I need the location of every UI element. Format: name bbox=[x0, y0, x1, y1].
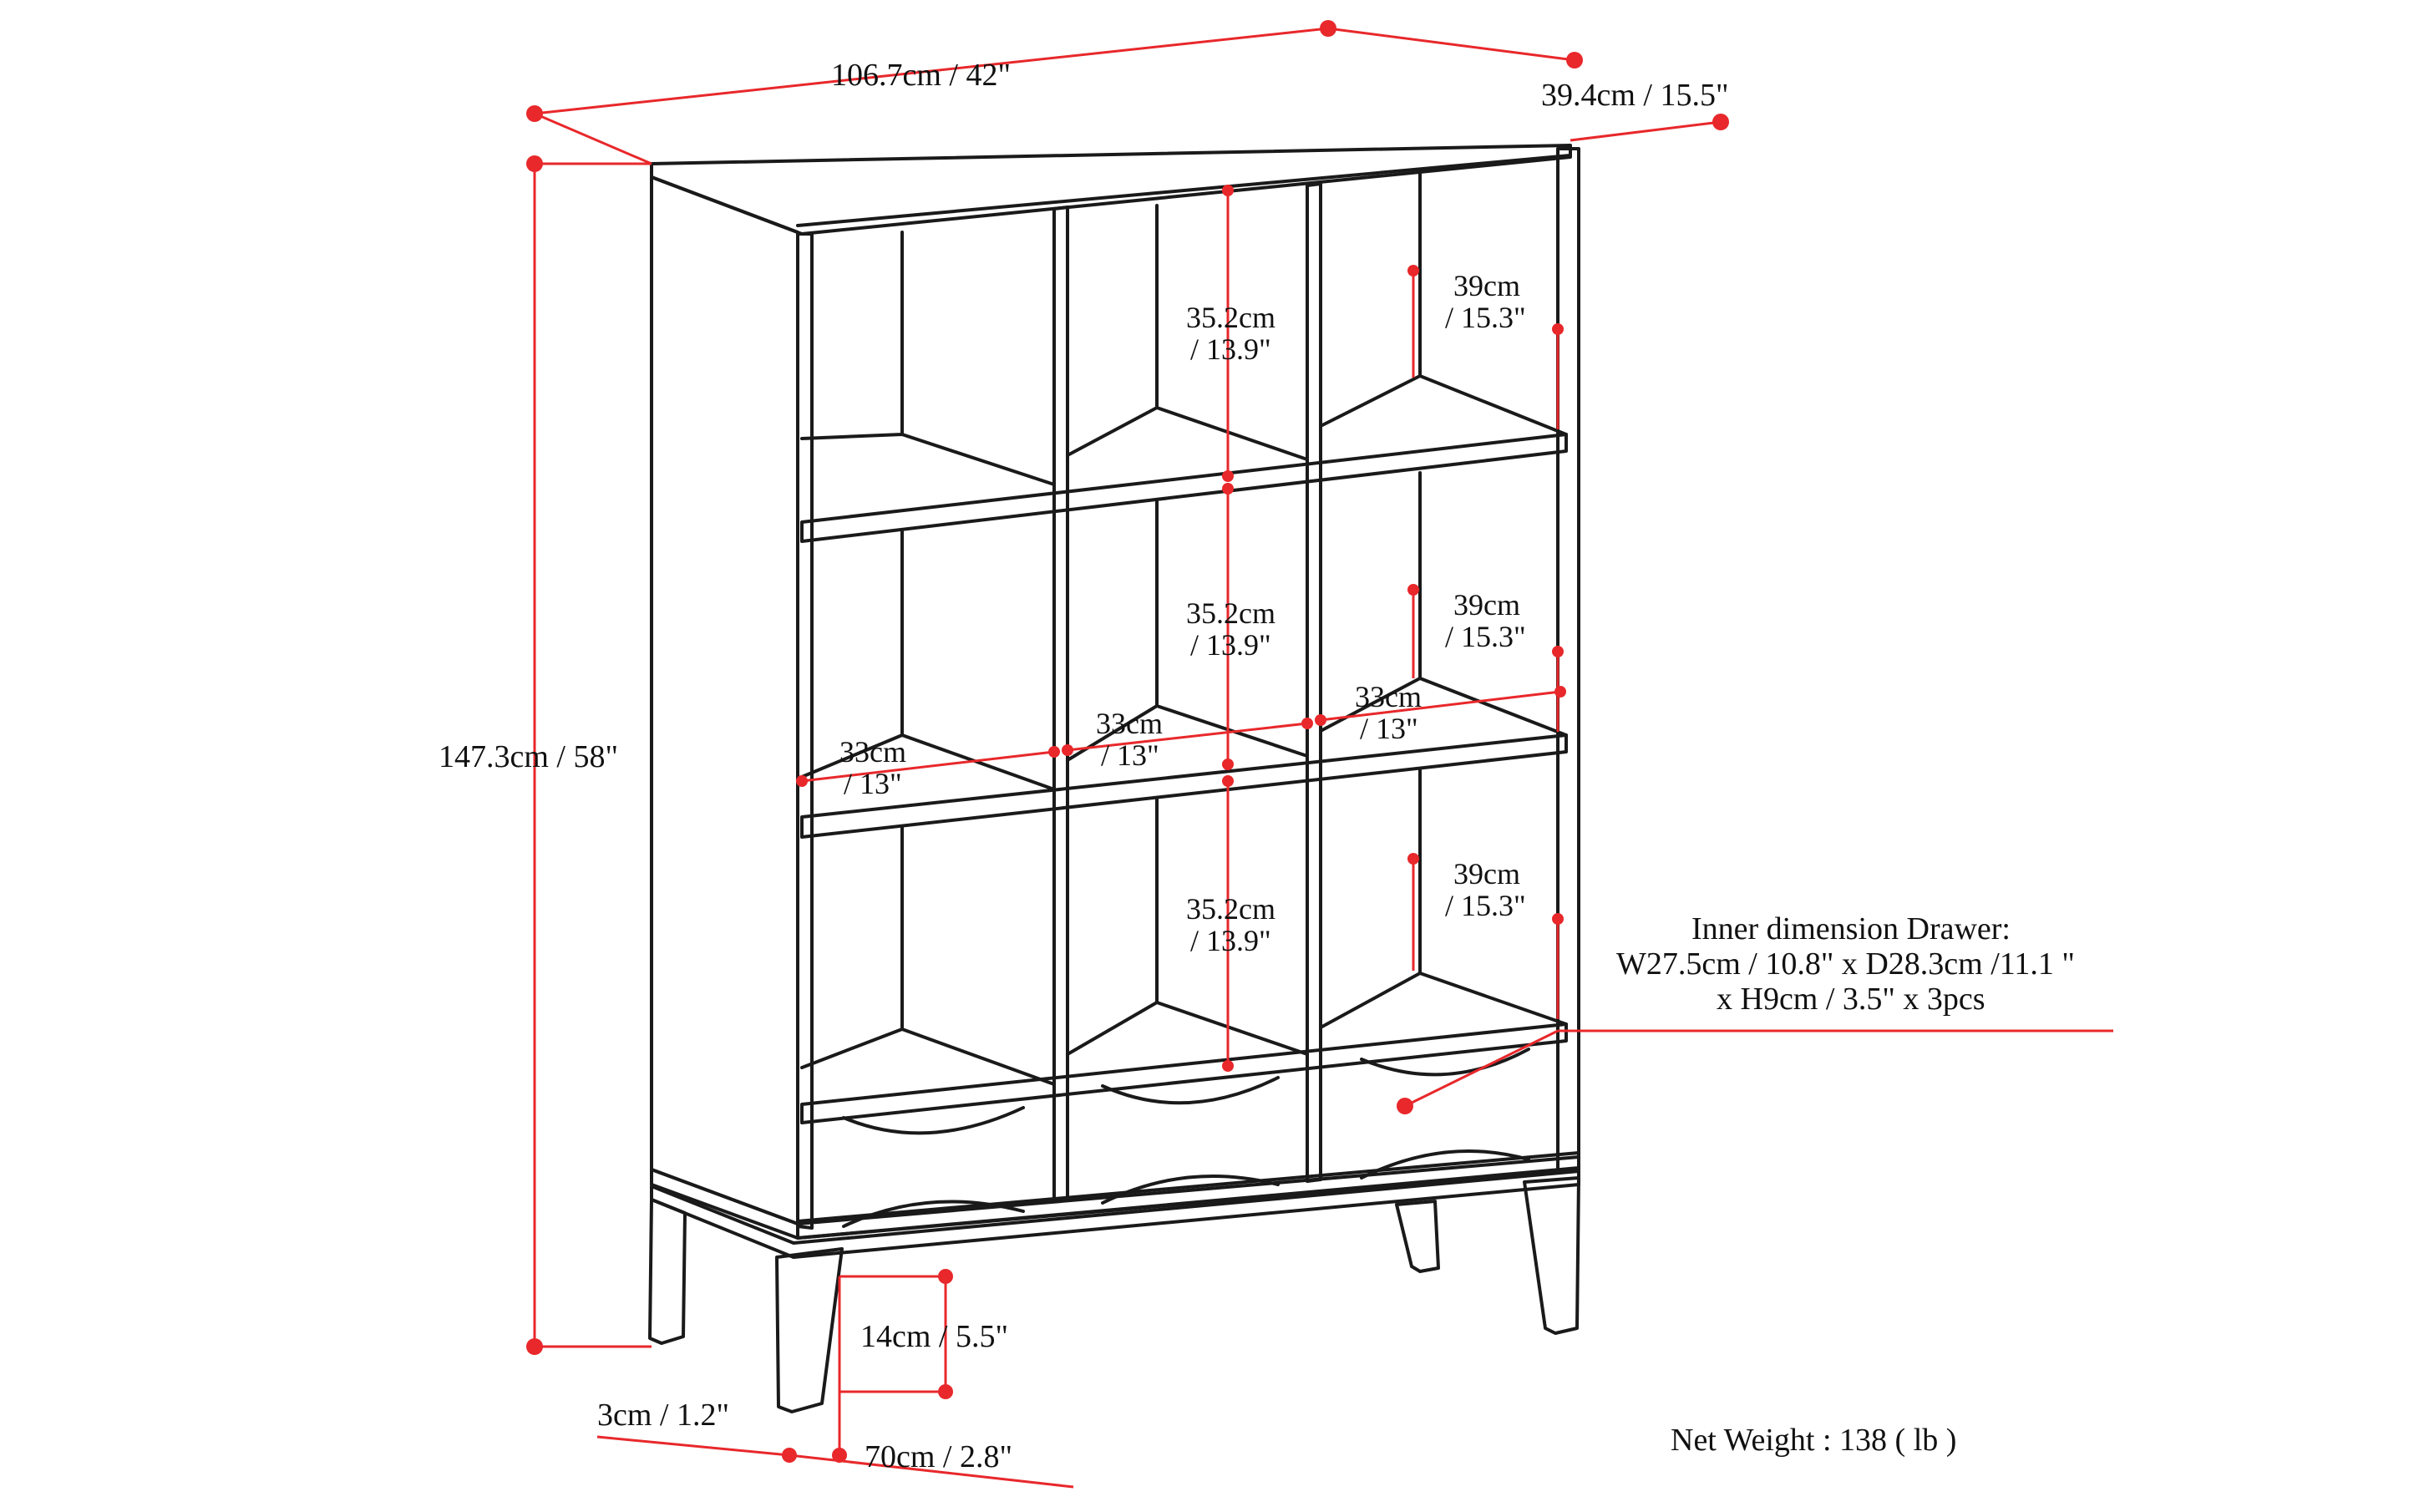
cubby-width-line-1 bbox=[801, 750, 1055, 783]
right-side-post bbox=[1556, 147, 1580, 1175]
front-left-post bbox=[796, 232, 814, 1230]
dot-depth-right bbox=[1566, 52, 1583, 68]
dot-leg-height-bottom bbox=[938, 1384, 953, 1399]
divider-right bbox=[1306, 182, 1322, 1183]
shelf-3-back-b bbox=[1066, 1001, 1309, 1056]
shelf-1-back bbox=[800, 433, 1056, 486]
dot-width-1a bbox=[796, 775, 808, 787]
cubby-width-line-2 bbox=[1067, 722, 1308, 752]
bookcase-top bbox=[650, 144, 1572, 236]
leg-back-right bbox=[1395, 1200, 1440, 1273]
shelf-2-back-b bbox=[1066, 704, 1309, 762]
cubby-height-label-2: 35.2cm bbox=[1186, 596, 1275, 630]
dot-width-left bbox=[526, 105, 543, 122]
leg-front-right bbox=[1523, 1176, 1580, 1335]
drawer-1-top-cutout bbox=[842, 1106, 1025, 1135]
shelf-1 bbox=[800, 433, 1568, 543]
cubby-width-label-2-in: / 13" bbox=[1101, 738, 1159, 772]
cubby-depth-label-3: 39cm bbox=[1453, 857, 1520, 890]
bookcase-drawing bbox=[648, 144, 1580, 1413]
drawer-2-bottom-cutout bbox=[1101, 1175, 1280, 1205]
dot-cubby-h1-bot bbox=[1222, 470, 1234, 482]
leg-front-left bbox=[775, 1247, 844, 1413]
dot-leg-span bbox=[832, 1448, 847, 1463]
leg-thickness-label: 3cm / 1.2" bbox=[597, 1398, 729, 1433]
cubby-depth-label-1-in: / 15.3" bbox=[1445, 301, 1526, 334]
cubby-height-label-2-in: / 13.9" bbox=[1190, 628, 1271, 662]
overall-width-label: 106.7cm / 42" bbox=[831, 58, 1011, 93]
leg-back-left bbox=[648, 1198, 687, 1345]
cubby-height-label-3: 35.2cm bbox=[1186, 892, 1275, 926]
cubby-height-label-1: 35.2cm bbox=[1186, 301, 1275, 334]
cubby-width-label-3-in: / 13" bbox=[1360, 712, 1418, 745]
net-weight-label: Net Weight : 138 ( lb ) bbox=[1671, 1423, 1956, 1458]
dot-depth-2a bbox=[1407, 584, 1419, 596]
dot-width-2a bbox=[1062, 744, 1073, 756]
dot-height-top bbox=[526, 155, 543, 172]
depth-ext-line bbox=[1570, 120, 1722, 142]
dot-depth-2b bbox=[1552, 646, 1564, 657]
shelf-2-back bbox=[800, 733, 1056, 791]
dot-width-1b bbox=[1048, 746, 1060, 758]
shelf-1-back-b bbox=[1066, 406, 1309, 461]
drawer-note-line-2: W27.5cm / 10.8" x D28.3cm /11.1 " bbox=[1616, 946, 2075, 982]
dot-cubby-h2-top bbox=[1222, 483, 1234, 495]
dot-depth-1b bbox=[1552, 323, 1564, 335]
drawer-3-top-cutout bbox=[1360, 1048, 1530, 1077]
cubby-width-label-1: 33cm bbox=[839, 735, 906, 769]
dot-depth-3b bbox=[1552, 913, 1564, 925]
shelf-2-back-c bbox=[1319, 677, 1568, 737]
leg-height-label: 14cm / 5.5" bbox=[860, 1319, 1008, 1354]
shelf-3-back bbox=[800, 1027, 1056, 1086]
dot-cubby-h3-top bbox=[1222, 775, 1234, 787]
leg-thickness-line bbox=[596, 1435, 790, 1457]
drawer-leader-line bbox=[1404, 1029, 1559, 1108]
drawer-3-bottom-cutout bbox=[1360, 1149, 1530, 1180]
cubby-width-label-3: 33cm bbox=[1355, 680, 1422, 713]
dot-depth-1a bbox=[1407, 265, 1419, 277]
drawer-2-top-cutout bbox=[1101, 1076, 1280, 1105]
cubby-height-label-1-in: / 13.9" bbox=[1190, 332, 1271, 366]
dot-leg-thickness bbox=[782, 1448, 797, 1463]
top-front-edge bbox=[796, 154, 1572, 227]
leg-span-label: 70cm / 2.8" bbox=[865, 1439, 1012, 1474]
overall-depth-label: 39.4cm / 15.5" bbox=[1541, 78, 1729, 113]
cubby-depth-label-3-in: / 15.3" bbox=[1445, 889, 1526, 922]
divider-left bbox=[1052, 205, 1069, 1203]
shelf-1-back-c bbox=[1319, 374, 1568, 436]
drawer-note-line-3: x H9cm / 3.5" x 3pcs bbox=[1717, 982, 1985, 1017]
cubby-depth-label-1: 39cm bbox=[1453, 269, 1520, 302]
cubby-width-label-2: 33cm bbox=[1096, 707, 1163, 740]
depth-dim-line bbox=[1327, 27, 1575, 62]
cubby-depth-label-2: 39cm bbox=[1453, 588, 1520, 622]
cubby-width-line-3 bbox=[1320, 690, 1561, 722]
dot-width-right bbox=[1320, 20, 1336, 37]
shelf-3 bbox=[800, 1022, 1568, 1124]
dot-cubby-h2-bot bbox=[1222, 759, 1234, 770]
width-ext-line bbox=[534, 112, 652, 165]
dot-width-3b bbox=[1554, 686, 1566, 698]
dimension-lines bbox=[533, 27, 2113, 1489]
overall-height-label: 147.3cm / 58" bbox=[439, 739, 618, 774]
dot-cubby-h3-bot bbox=[1222, 1060, 1234, 1072]
left-side-panel bbox=[650, 175, 799, 1225]
drawer-note-line-1: Inner dimension Drawer: bbox=[1691, 911, 2011, 946]
shelf-2 bbox=[800, 733, 1568, 839]
dot-leg-height-top bbox=[938, 1269, 953, 1284]
dimension-dots bbox=[526, 20, 1729, 1463]
dot-width-2b bbox=[1301, 718, 1313, 729]
width-dim-line bbox=[534, 27, 1329, 115]
dot-drawer-leader bbox=[1397, 1098, 1413, 1114]
dot-depth-ext bbox=[1712, 114, 1729, 130]
cubby-depth-label-2-in: / 15.3" bbox=[1445, 620, 1526, 653]
dot-width-3a bbox=[1315, 714, 1326, 726]
dot-height-bottom bbox=[526, 1338, 543, 1355]
shelf-3-back-c bbox=[1319, 972, 1568, 1029]
base-skirt bbox=[650, 1170, 1580, 1259]
dot-cubby-h1-top bbox=[1222, 185, 1234, 196]
cubby-height-label-3-in: / 13.9" bbox=[1190, 924, 1271, 957]
cubby-width-label-1-in: / 13" bbox=[844, 767, 902, 800]
dot-depth-3a bbox=[1407, 853, 1419, 865]
